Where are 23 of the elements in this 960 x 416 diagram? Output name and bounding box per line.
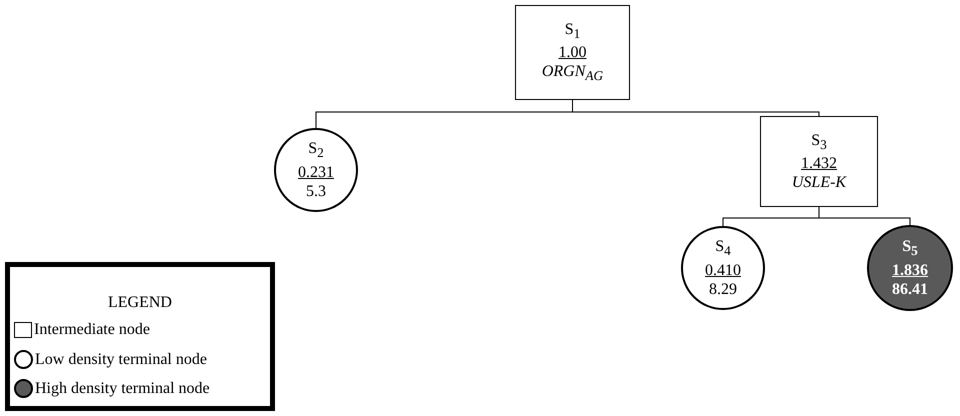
node-value: 1.836 bbox=[892, 260, 928, 280]
node-id: S$_{2}$ bbox=[308, 139, 324, 163]
node-attribute: 8.29 bbox=[709, 280, 737, 299]
node-attribute: 5.3 bbox=[306, 182, 326, 201]
node-value: 0.410 bbox=[705, 260, 741, 280]
node-id: S$_{3}$ bbox=[811, 130, 827, 154]
node-value: 1.432 bbox=[801, 154, 837, 174]
legend-text: Low density terminal node bbox=[35, 350, 207, 368]
legend-text: High density terminal node bbox=[35, 380, 210, 398]
split-node-box bbox=[760, 116, 878, 207]
legend-text: Intermediate node bbox=[34, 321, 150, 339]
split-node-box bbox=[515, 5, 630, 100]
tree-connector bbox=[818, 206, 910, 226]
node-value: 1.00 bbox=[558, 43, 586, 62]
node-attribute: 86.41 bbox=[892, 280, 928, 299]
tree-connector bbox=[572, 100, 820, 116]
node-id: S$_{1}$ bbox=[564, 20, 580, 43]
node-id: S$_{5}$ bbox=[902, 237, 918, 261]
legend-title: LEGEND bbox=[107, 294, 173, 312]
node-id: S$_{4}$ bbox=[715, 237, 731, 261]
node-attribute: ORGN$_{AG}$ bbox=[542, 62, 604, 86]
node-attribute: USLE-K bbox=[792, 173, 846, 192]
node-value: 0.231 bbox=[298, 162, 334, 182]
